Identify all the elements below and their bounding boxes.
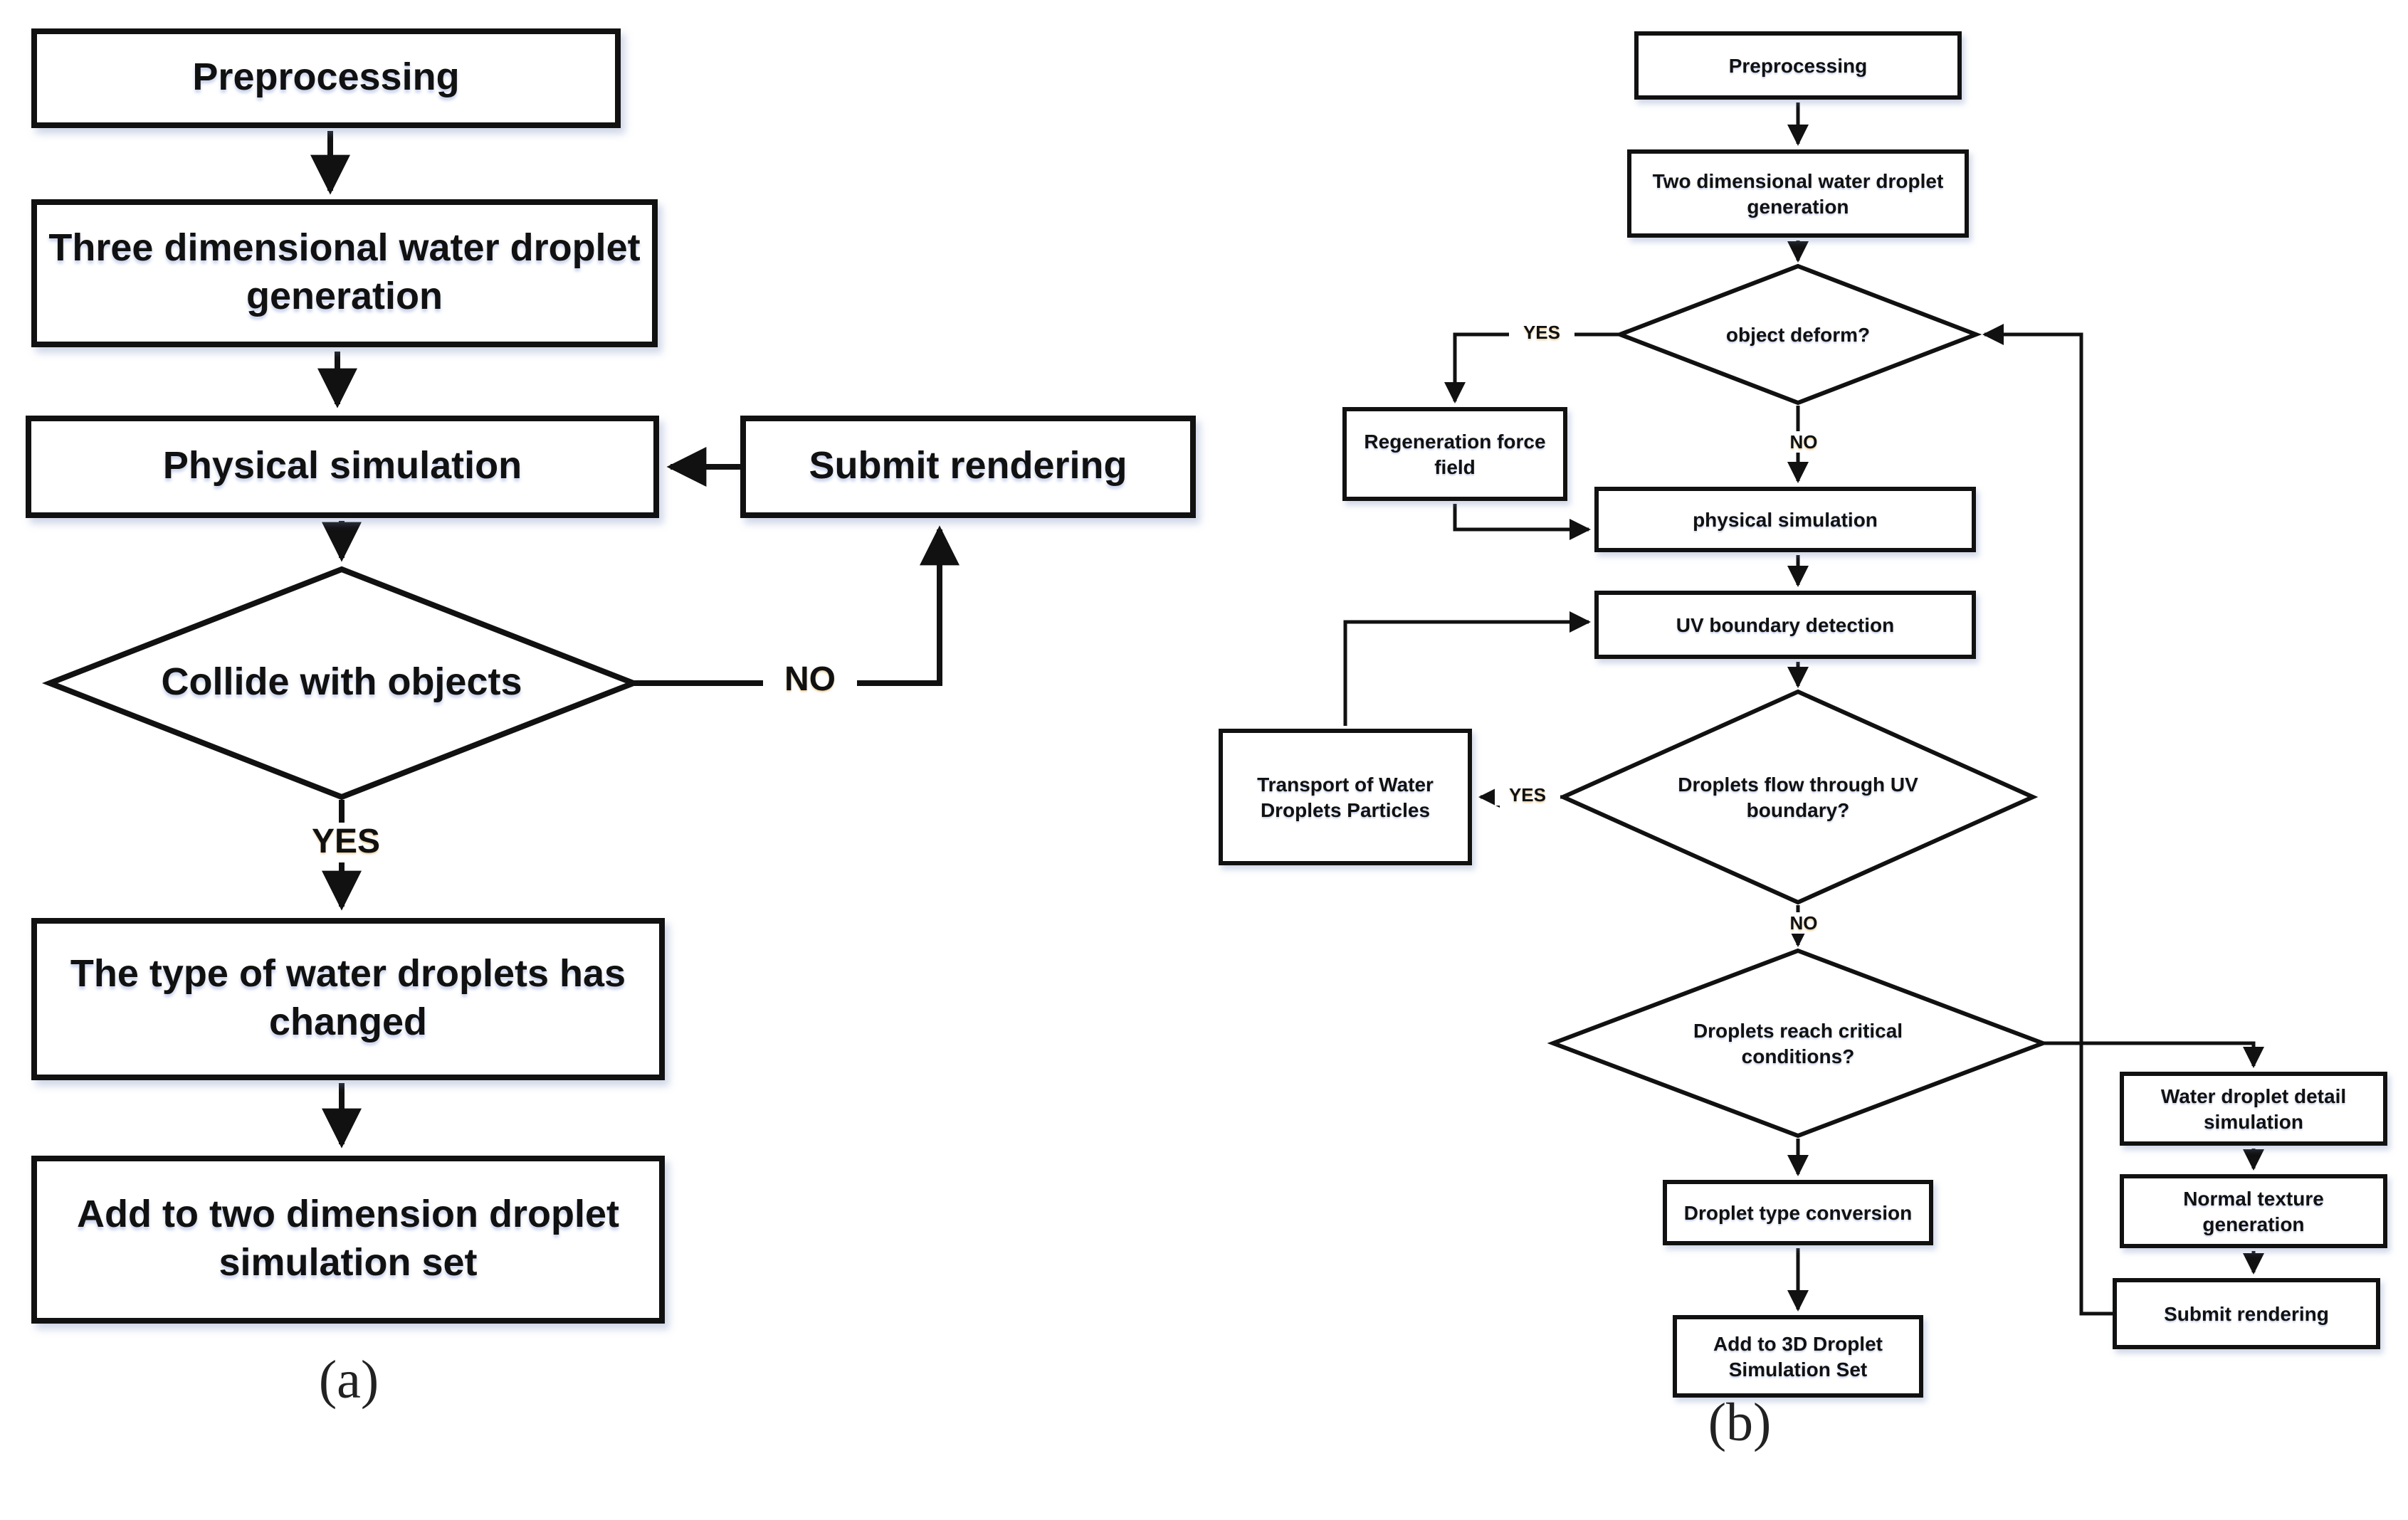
node-a-type-changed: The type of water droplets has changed	[31, 918, 665, 1080]
node-a-physical-simulation: Physical simulation	[26, 416, 659, 518]
node-b-regeneration: Regeneration force field	[1342, 407, 1567, 501]
arrow-b-deform-yes-to-regen	[1444, 332, 1620, 403]
edge-label-b-flow-no: NO	[1774, 912, 1834, 934]
node-b-preprocessing: Preprocessing	[1634, 31, 1962, 100]
panel-a-arrows	[41, 131, 959, 1149]
node-b-uv-boundary: UV boundary detection	[1594, 591, 1976, 659]
node-b-normal-texture: Normal texture generation	[2120, 1174, 2387, 1248]
node-a-submit-rendering: Submit rendering	[740, 416, 1196, 518]
edge-label-b-deform-yes: YES	[1509, 322, 1574, 343]
node-b-physical-simulation: physical simulation	[1594, 487, 1976, 552]
node-a-add-to-set: Add to two dimension droplet simulation …	[31, 1156, 665, 1324]
arrow-a-collide-no-to-submit	[633, 525, 959, 686]
edge-label-a-yes: YES	[296, 823, 396, 862]
node-b-generation: Two dimensional water droplet generation	[1627, 149, 1969, 238]
edge-label-b-deform-no: NO	[1774, 431, 1834, 453]
node-b-conversion: Droplet type conversion	[1663, 1180, 1933, 1245]
arrow-b-critical-to-detail	[2043, 1041, 2264, 1068]
arrow-b-submit-loop-to-deform	[1982, 324, 2113, 1316]
decision-diamond-deform	[1614, 263, 1982, 406]
node-b-detail-simulation: Water droplet detail simulation	[2120, 1072, 2387, 1146]
node-a-generation: Three dimensional water droplet generati…	[31, 199, 658, 347]
decision-diamond-collide	[41, 566, 642, 801]
caption-panel-a: (a)	[318, 1351, 379, 1410]
edge-label-a-no: NO	[763, 660, 857, 700]
node-b-transport: Transport of Water Droplets Particles	[1219, 729, 1472, 865]
node-b-add-to-set: Add to 3D Droplet Simulation Set	[1673, 1315, 1923, 1398]
arrow-b-transport-to-uv	[1343, 611, 1591, 726]
decision-diamond-critical	[1547, 948, 2049, 1139]
edge-label-b-flow-yes: YES	[1495, 784, 1560, 806]
decision-diamond-flow	[1557, 689, 2039, 905]
caption-panel-b: (b)	[1708, 1393, 1772, 1453]
arrow-b-regen-to-phys	[1453, 504, 1591, 540]
node-a-preprocessing: Preprocessing	[31, 28, 621, 128]
panel-b-arrows	[1343, 102, 2264, 1316]
node-b-submit-rendering: Submit rendering	[2113, 1278, 2380, 1349]
